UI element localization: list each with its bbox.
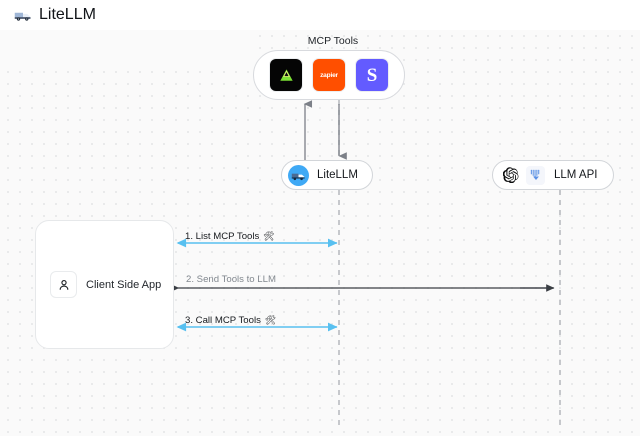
node-client-app[interactable]: Client Side App (35, 220, 174, 349)
stripe-s-icon: S (366, 64, 378, 86)
message-label-2: 2. Send Tools to LLM (186, 274, 276, 285)
node-llm-api-label: LLM API (554, 169, 598, 181)
anthropic-icon (530, 169, 539, 180)
green-triangle-icon (279, 68, 293, 81)
message-label-3: 3. Call MCP Tools 🛠 (185, 315, 276, 326)
message-label-1: 1. List MCP Tools 🛠 (185, 231, 275, 242)
anthropic-icon-wrapper (526, 165, 545, 185)
tool-tile-zapier[interactable]: zapier (313, 59, 345, 91)
app-header: LiteLLM (0, 0, 640, 30)
message-2-text: 2. Send Tools to LLM (186, 274, 276, 285)
openai-icon-wrapper (501, 166, 520, 185)
node-client-app-label: Client Side App (86, 278, 162, 291)
tools-icon: 🛠 (263, 231, 275, 241)
message-1-text: 1. List MCP Tools (185, 231, 260, 242)
tools-icon: 🛠 (264, 315, 277, 325)
user-icon (59, 279, 68, 290)
user-icon-wrapper (50, 271, 77, 298)
brand-name: LiteLLM (39, 6, 96, 23)
litellm-avatar-icon (288, 164, 309, 186)
node-llm-api[interactable]: LLM API (492, 160, 615, 190)
tool-tile-stripe[interactable]: S (356, 59, 388, 91)
node-litellm[interactable]: LiteLLM (281, 160, 373, 190)
node-litellm-label: LiteLLM (317, 169, 358, 181)
litellm-truck-icon (14, 12, 31, 21)
mcp-tools-group: zapier S (253, 50, 405, 100)
title-background (0, 30, 258, 66)
tool-tile-dark[interactable] (270, 59, 302, 91)
zapier-wordmark: zapier (320, 71, 338, 79)
mcp-tools-label: MCP Tools (307, 35, 359, 47)
message-3-text: 3. Call MCP Tools (185, 315, 261, 326)
openai-icon (502, 167, 518, 183)
